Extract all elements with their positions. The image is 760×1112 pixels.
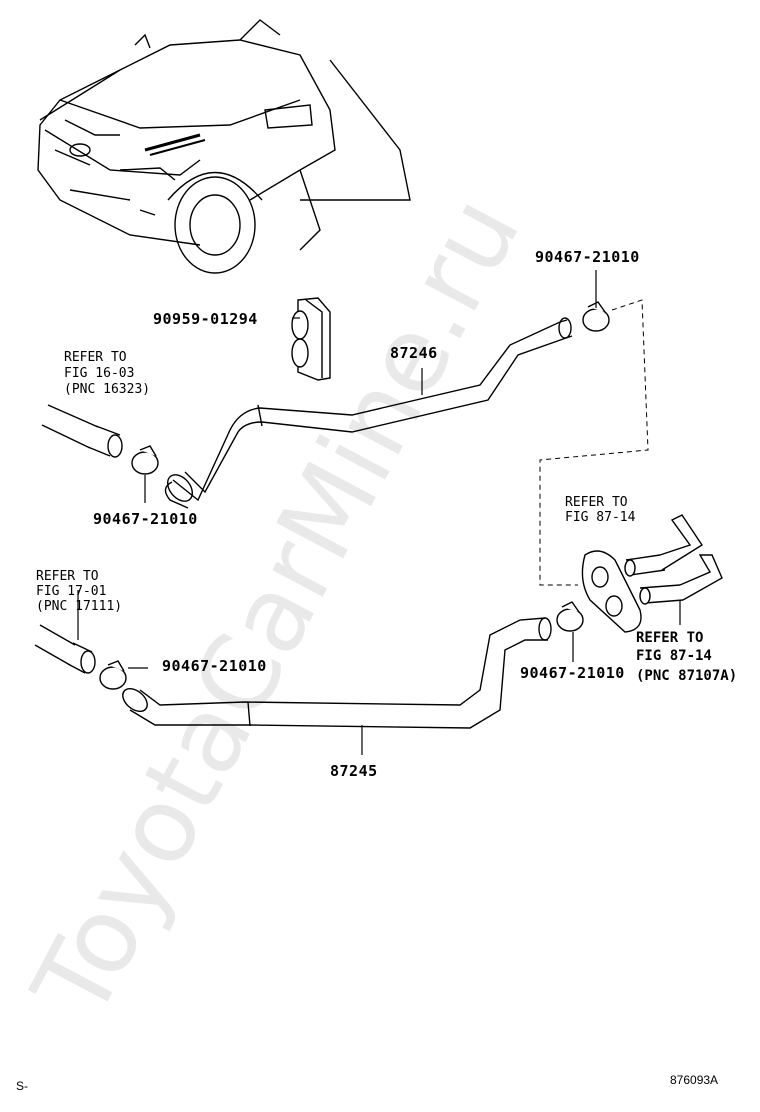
label-90467-21010-d: 90467-21010	[520, 664, 625, 682]
ref-fig-87-14-b: REFER TO FIG 87-14 (PNC 87107A)	[636, 630, 737, 684]
clamp-icon	[131, 451, 159, 475]
label-87245: 87245	[330, 762, 378, 780]
hose-87246	[164, 317, 573, 509]
footer-left: S-	[16, 1079, 28, 1093]
svg-text:REFER TO: REFER TO	[36, 569, 99, 584]
clamp-icon	[561, 601, 580, 613]
heater-flange	[581, 514, 723, 633]
svg-text:FIG 17-01: FIG 17-01	[36, 584, 106, 599]
svg-text:(PNC 87107A): (PNC 87107A)	[636, 668, 737, 684]
clamp-icon	[99, 666, 127, 690]
pipe-lower-left	[34, 624, 96, 674]
label-90467-21010-c: 90467-21010	[162, 657, 267, 675]
svg-text:FIG 16-03: FIG 16-03	[64, 366, 134, 381]
svg-text:REFER TO: REFER TO	[565, 495, 628, 510]
label-87246: 87246	[390, 344, 438, 362]
grommet-icon	[291, 297, 331, 381]
car-illustration	[37, 19, 411, 274]
clamp-icon	[107, 660, 125, 672]
footer-diagram-code: 876093A	[670, 1073, 718, 1087]
svg-text:(PNC 16323): (PNC 16323)	[64, 382, 150, 397]
clamp-icons	[99, 301, 610, 690]
svg-text:REFER TO: REFER TO	[64, 350, 127, 365]
clamp-icon	[139, 445, 157, 457]
clamp-icon	[556, 608, 584, 632]
ref-fig-87-14-a: REFER TO FIG 87-14	[565, 495, 636, 525]
label-90467-21010-b: 90467-21010	[93, 510, 198, 528]
pipe-upper-left	[41, 404, 123, 458]
clamp-icon	[582, 308, 610, 332]
leader-lines	[77, 270, 681, 755]
ref-fig-16-03: REFER TO FIG 16-03 (PNC 16323)	[64, 350, 150, 397]
hose-87245	[122, 617, 552, 729]
label-90959-01294: 90959-01294	[153, 310, 258, 328]
svg-text:REFER TO: REFER TO	[636, 630, 703, 646]
ref-fig-17-01: REFER TO FIG 17-01 (PNC 17111)	[36, 569, 122, 614]
label-90467-21010-a: 90467-21010	[535, 248, 640, 266]
dashed-guide	[539, 299, 649, 586]
svg-text:FIG 87-14: FIG 87-14	[636, 648, 712, 664]
svg-text:FIG 87-14: FIG 87-14	[565, 510, 636, 525]
svg-text:(PNC 17111): (PNC 17111)	[36, 599, 122, 614]
